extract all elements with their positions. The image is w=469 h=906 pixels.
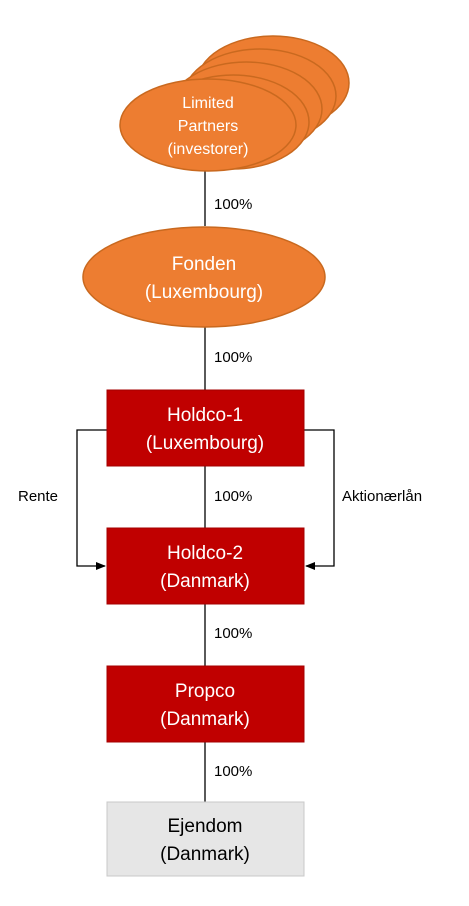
holdco1-node: Holdco-1 (Luxembourg) <box>106 389 305 467</box>
propco-label-line1: Propco <box>175 681 235 702</box>
ownership-label-holdco2-propco: 100% <box>214 625 252 642</box>
propco-label-line2: (Danmark) <box>160 709 250 730</box>
ejendom-label-line1: Ejendom <box>168 816 243 837</box>
holdco2-label-line2: (Danmark) <box>160 571 250 592</box>
lp-front-ellipse <box>119 78 297 172</box>
ownership-label-fonden-holdco1: 100% <box>214 349 252 366</box>
ownership-label-propco-ejendom: 100% <box>214 763 252 780</box>
holdco1-box <box>106 389 305 467</box>
aktionaerlan-label: Aktionærlån <box>342 488 422 505</box>
holdco2-box <box>106 527 305 605</box>
fonden-node: Fonden (Luxembourg) <box>82 226 326 328</box>
propco-box <box>106 665 305 743</box>
fonden-label-line2: (Luxembourg) <box>145 282 263 303</box>
limited-partners-node: Limited Partners (investorer) <box>119 35 350 172</box>
holdco1-label-line2: (Luxembourg) <box>146 433 264 454</box>
holdco1-label-line1: Holdco-1 <box>167 405 243 426</box>
fonden-ellipse <box>82 226 326 328</box>
ejendom-node: Ejendom (Danmark) <box>106 801 305 877</box>
ownership-label-holdco1-holdco2: 100% <box>214 488 252 505</box>
ejendom-label-line2: (Danmark) <box>160 844 250 865</box>
ejendom-box <box>106 801 305 877</box>
holdco2-node: Holdco-2 (Danmark) <box>106 527 305 605</box>
rente-arrow <box>76 429 107 570</box>
lp-label-line3: (investorer) <box>168 141 249 158</box>
propco-node: Propco (Danmark) <box>106 665 305 743</box>
lp-label-line1: Limited <box>182 95 234 112</box>
ownership-label-lp-fonden: 100% <box>214 196 252 213</box>
rente-label: Rente <box>18 488 58 505</box>
holdco2-label-line1: Holdco-2 <box>167 543 243 564</box>
aktionaerlan-arrow <box>304 429 335 570</box>
lp-label-line2: Partners <box>178 118 238 135</box>
fonden-label-line1: Fonden <box>172 254 236 275</box>
